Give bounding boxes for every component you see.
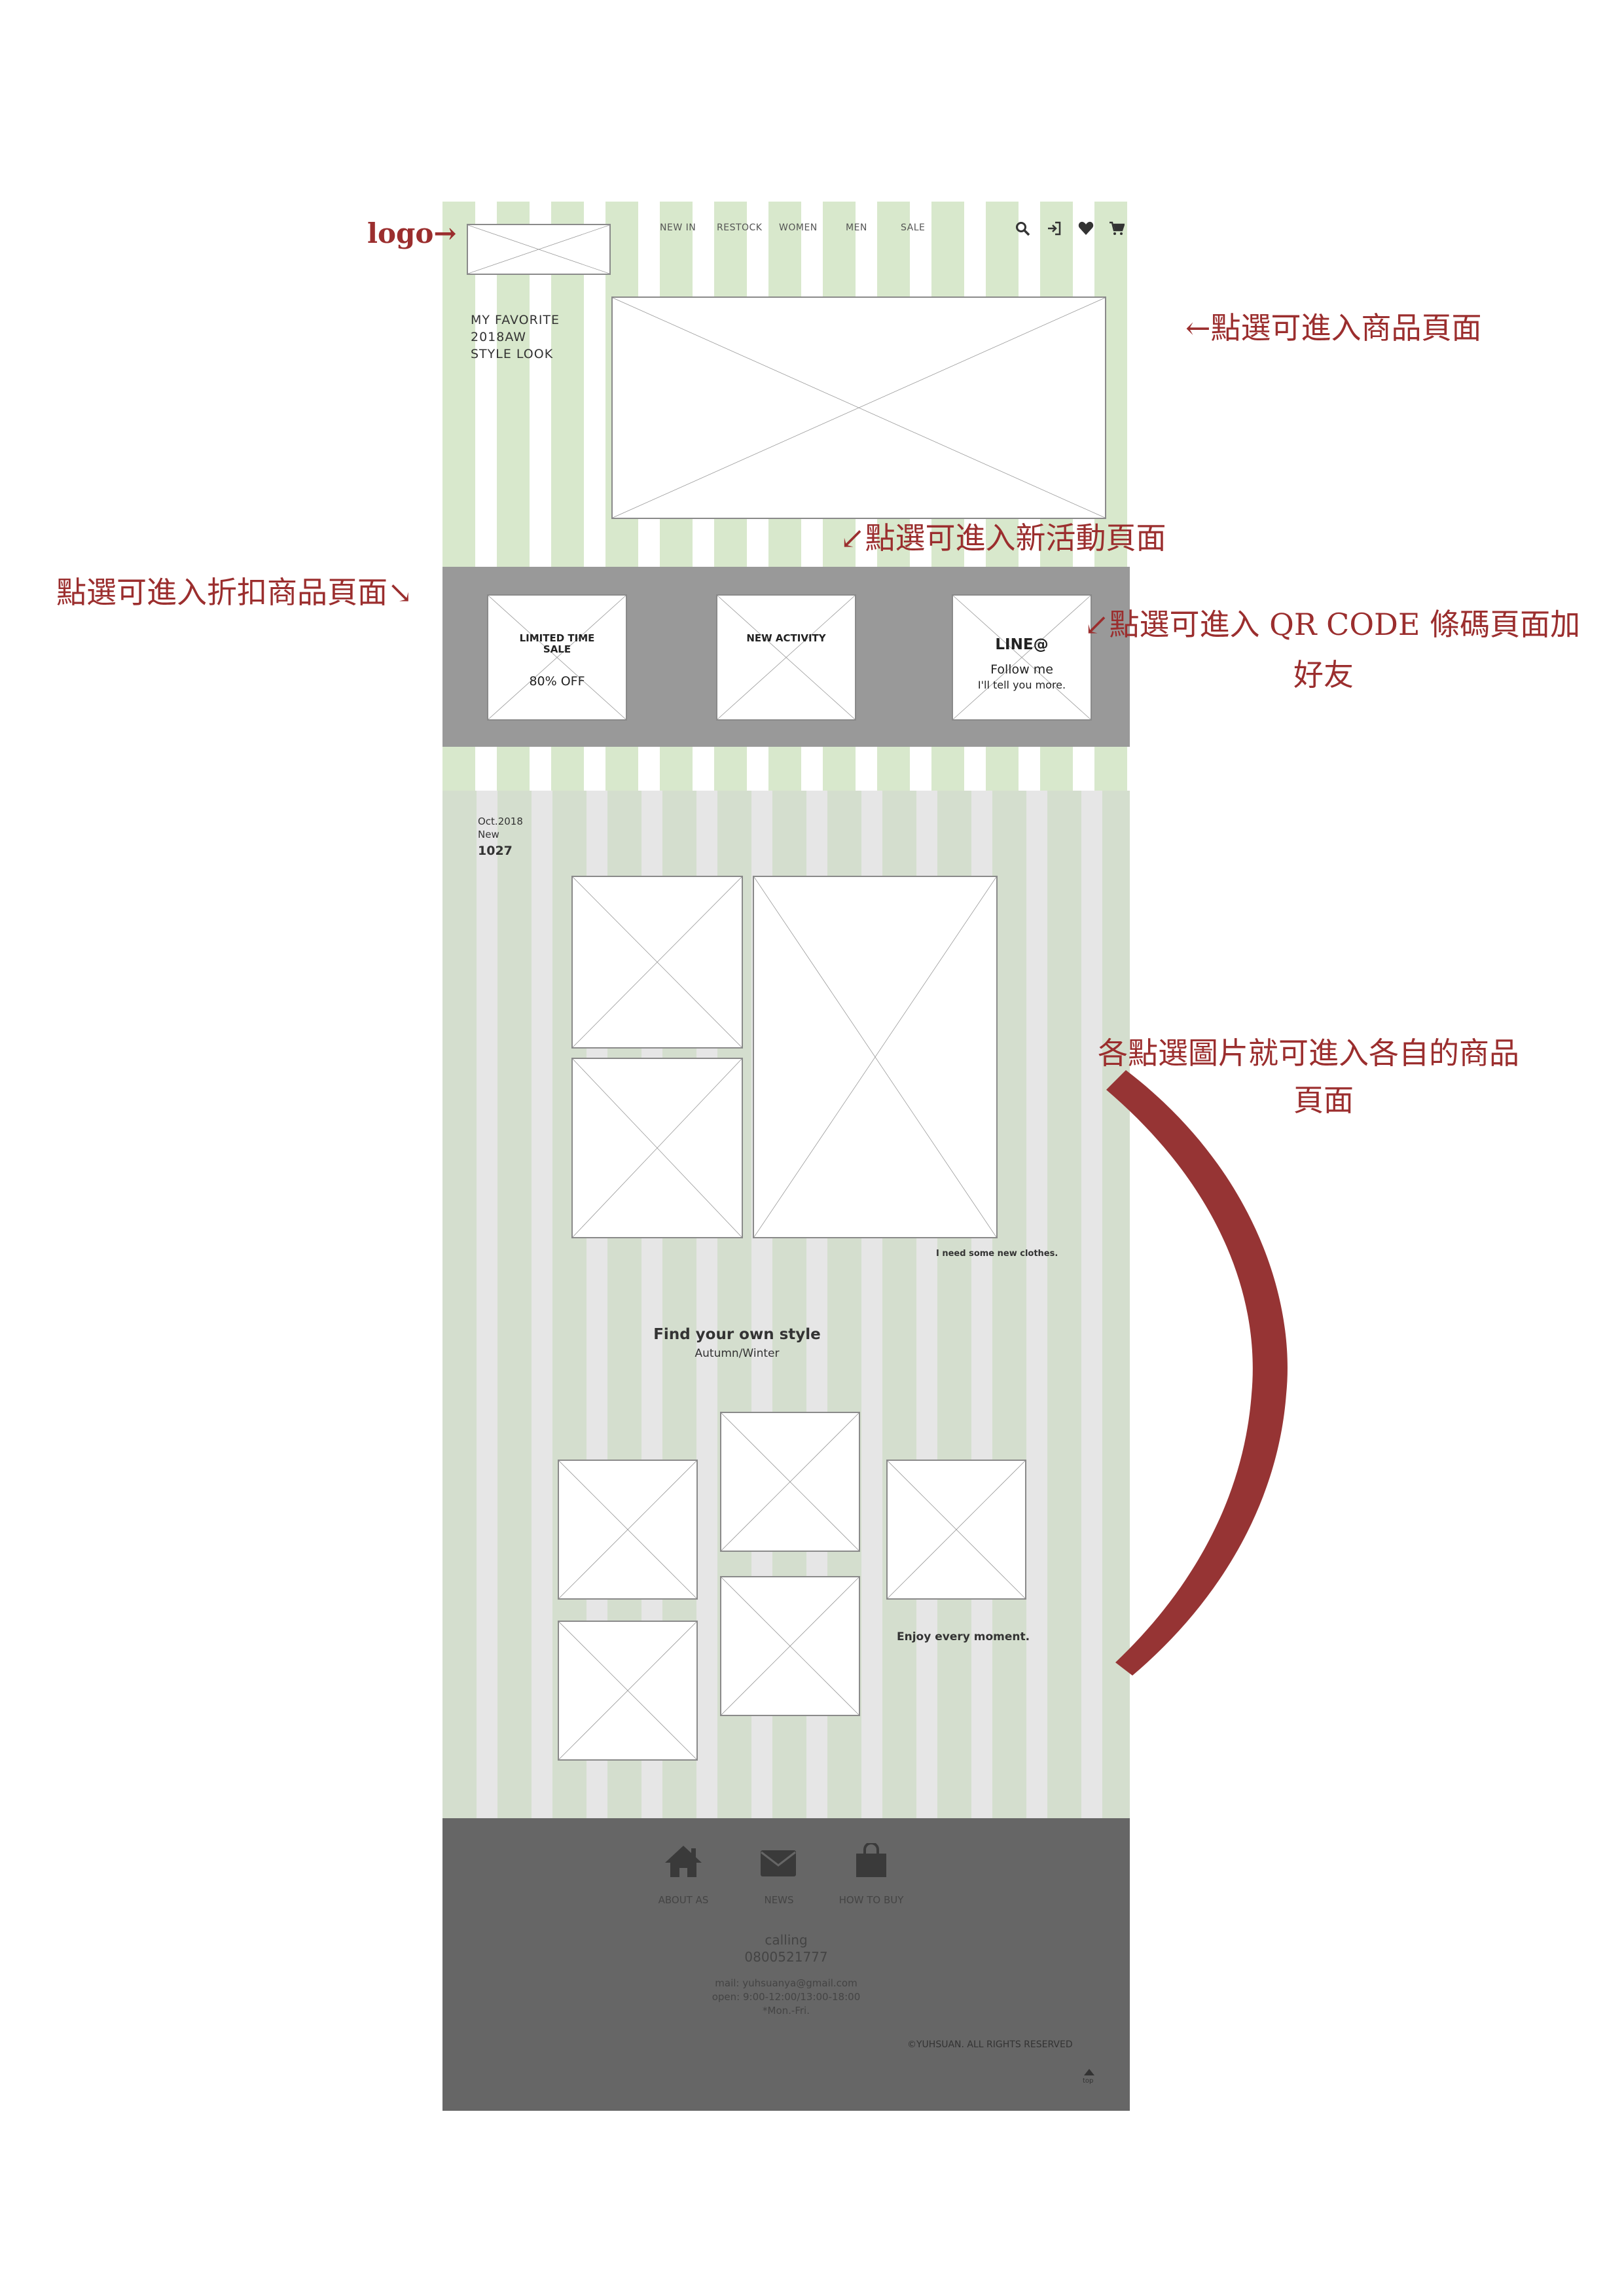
hero-title-line: 2018AW [471, 330, 527, 344]
footer-news-link[interactable]: NEWS [764, 1894, 794, 1906]
wireframe-page: NEW IN RESTOCK WOMEN MEN SALE MY FAVORIT… [442, 202, 1130, 2111]
footer-how-to-buy-link[interactable]: HOW TO BUY [839, 1894, 904, 1906]
product-image-large[interactable] [753, 876, 998, 1238]
new-section-date: Oct.2018 [478, 816, 523, 827]
annotation-discount: 點選可進入折扣商品頁面↘ [56, 575, 413, 610]
scroll-top-arrow-icon[interactable] [1084, 2069, 1094, 2075]
shopping-bag-icon[interactable] [854, 1843, 888, 1878]
new-section-code: 1027 [478, 844, 513, 858]
nav-sale[interactable]: SALE [901, 223, 926, 233]
mail-icon[interactable] [760, 1850, 797, 1877]
promo-line-follow: Follow me [990, 662, 1053, 677]
footer-about-link[interactable]: ABOUT AS [658, 1894, 709, 1906]
promo-line-more: I'll tell you more. [977, 679, 1066, 691]
promo-line-qr[interactable]: LINE@ Follow me I'll tell you more. [952, 594, 1092, 721]
nav-women[interactable]: WOMEN [779, 223, 818, 233]
product-image[interactable] [571, 1058, 743, 1238]
annotation-product-page: ←點選可進入商品頁面 [1185, 310, 1482, 346]
nav-restock[interactable]: RESTOCK [717, 223, 763, 233]
promo-line-title: LINE@ [995, 636, 1049, 653]
annotation-qr-code-line2: 好友 [1293, 657, 1354, 692]
nav-new-in[interactable]: NEW IN [660, 223, 696, 233]
product-image[interactable] [558, 1621, 698, 1761]
home-icon[interactable] [664, 1844, 703, 1878]
new-section-label: New [478, 829, 499, 840]
annotation-images-line2: 頁面 [1293, 1083, 1354, 1118]
promo-new-activity[interactable]: NEW ACTIVITY [716, 594, 856, 721]
scroll-top-label[interactable]: top [1083, 2077, 1094, 2085]
style-section-subtitle: Autumn/Winter [695, 1347, 780, 1360]
hero-title-line: MY FAVORITE [471, 313, 560, 327]
heart-icon[interactable] [1078, 221, 1094, 236]
footer-hours: open: 9:00-12:00/13:00-18:00 [712, 1991, 861, 2003]
cart-icon[interactable] [1109, 221, 1125, 236]
promo-limited-sale[interactable]: LIMITED TIME SALE 80% OFF [487, 594, 627, 721]
promo-sale-subtitle: SALE [543, 643, 571, 655]
product-image[interactable] [558, 1460, 698, 1600]
annotation-logo: logo→ [367, 217, 457, 249]
footer-days: *Mon.-Fri. [763, 2005, 810, 2017]
annotation-images: 各點選圖片就可進入各自的商品 [1098, 1035, 1519, 1071]
new-section-caption: I need some new clothes. [936, 1249, 1058, 1259]
style-section-caption: Enjoy every moment. [897, 1630, 1030, 1643]
annotation-new-activity: ↙點選可進入新活動頁面 [840, 520, 1166, 556]
style-section-title: Find your own style [653, 1326, 821, 1343]
product-image[interactable] [886, 1460, 1026, 1600]
hero-image[interactable] [611, 296, 1106, 519]
footer-phone[interactable]: 0800521777 [744, 1949, 828, 1965]
footer-calling-label: calling [765, 1932, 808, 1948]
hero-title: MY FAVORITE 2018AW STYLE LOOK [471, 312, 560, 363]
footer-copyright: ©YUHSUAN. ALL RIGHTS RESERVED [907, 2039, 1073, 2050]
login-icon[interactable] [1047, 221, 1062, 236]
promo-activity-title: NEW ACTIVITY [746, 632, 826, 644]
search-icon[interactable] [1015, 221, 1030, 236]
annotation-brace [1106, 1070, 1288, 1676]
footer-mail[interactable]: mail: yuhsuanya@gmail.com [715, 1977, 857, 1989]
hero-title-line: STYLE LOOK [471, 347, 554, 361]
product-image[interactable] [571, 876, 743, 1049]
logo-placeholder[interactable] [467, 224, 611, 275]
nav-men[interactable]: MEN [846, 223, 867, 233]
promo-sale-discount: 80% OFF [529, 674, 585, 689]
annotation-qr-code: ↙點選可進入 QR CODE 條碼頁面加 [1084, 607, 1581, 642]
promo-sale-title: LIMITED TIME [519, 632, 595, 644]
product-image[interactable] [720, 1576, 860, 1716]
product-image[interactable] [720, 1412, 860, 1552]
